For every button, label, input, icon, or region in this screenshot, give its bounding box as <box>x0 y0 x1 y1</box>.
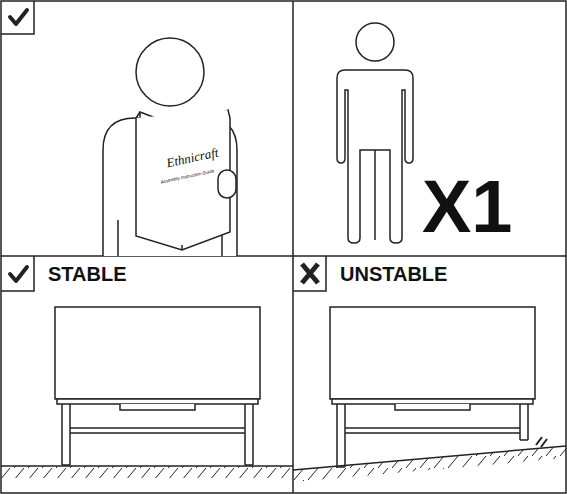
panel-heading: STABLE <box>48 262 127 286</box>
standing-person <box>337 23 413 243</box>
quantity-label: X1 <box>422 170 513 244</box>
panel-heading: UNSTABLE <box>340 262 447 286</box>
unstable-tv <box>330 307 535 467</box>
reading-person <box>103 38 237 256</box>
gap-mark <box>536 437 547 447</box>
stable-tv <box>55 307 260 465</box>
